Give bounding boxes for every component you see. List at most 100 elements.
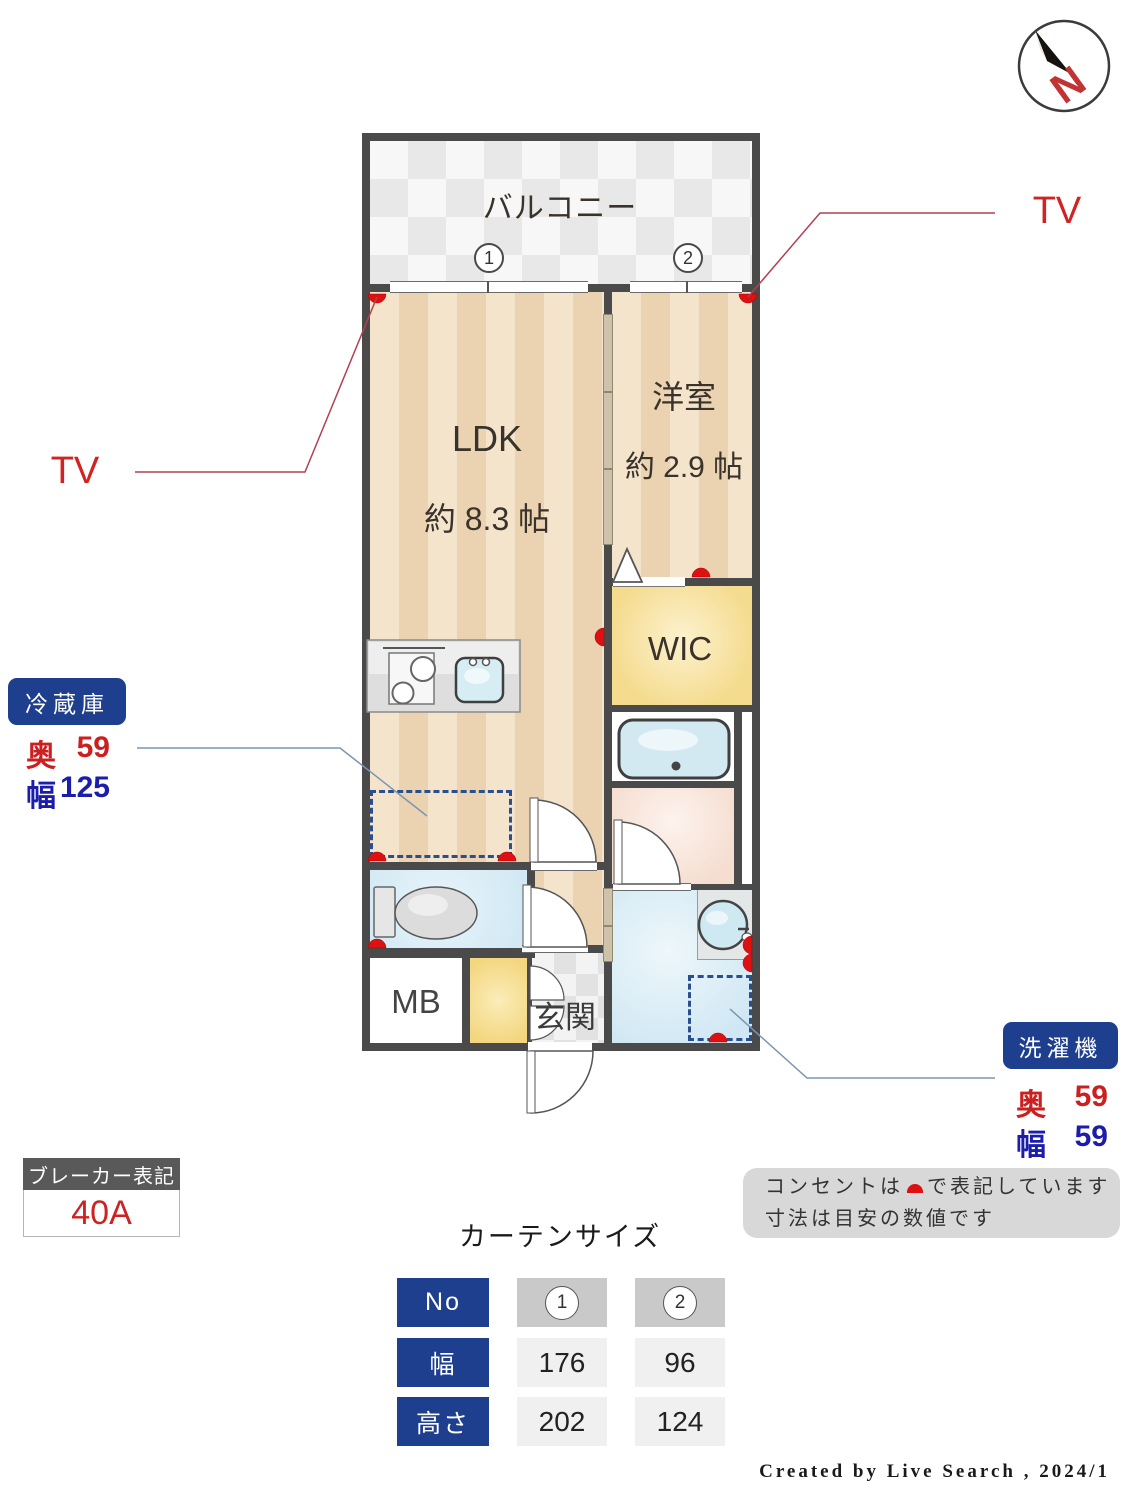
wall (362, 133, 370, 1051)
circled-1-number: 1 (556, 1291, 568, 1313)
curtain-header-1: 1 (517, 1278, 607, 1327)
ldk-label: LDK (451, 418, 523, 459)
circled-1: 1 (545, 1285, 579, 1320)
circled-2: 2 (663, 1285, 697, 1320)
wall (612, 781, 734, 788)
height-1-value: 202 (538, 1405, 586, 1437)
wall (588, 945, 612, 953)
curtain-no-label: No (425, 1288, 461, 1316)
curtain-width-1: 176 (517, 1338, 607, 1387)
compass-n-label: N (1042, 57, 1094, 113)
breaker-value: 40A (71, 1193, 132, 1232)
curtain-height-2: 124 (635, 1397, 725, 1446)
breaker-box: ブレーカー表記 40A (23, 1158, 180, 1237)
note-box: コンセントはで表記しています 寸法は目安の数値です (743, 1168, 1120, 1238)
ldk-door-threshold (531, 861, 597, 871)
tv-label-left: TV (50, 450, 100, 492)
curtain-marker-1: 1 (474, 243, 504, 273)
washer-depth-label: 奥 (1016, 1089, 1046, 1122)
washer-depth-value: 59 (1074, 1080, 1108, 1113)
bedroom-size-label: 約 2.9 帖 (624, 451, 744, 484)
wall (527, 870, 535, 950)
width-2-value: 96 (664, 1346, 696, 1378)
window-2-divider (686, 281, 688, 293)
balcony-label: バルコニー (482, 192, 638, 225)
height-2-value: 124 (656, 1405, 704, 1437)
washer-tag: 洗濯機 (1003, 1022, 1118, 1069)
wall (596, 862, 612, 870)
curtain-table-title: カーテンサイズ (458, 1222, 662, 1252)
ldk-size-label: 約 8.3 帖 (423, 501, 551, 537)
genkan-door-threshold (522, 945, 588, 953)
bedroom-floor (612, 292, 752, 578)
breaker-box-body: 40A (23, 1190, 180, 1237)
wic-bottom-wall (604, 705, 752, 712)
washing-machine-space (688, 975, 752, 1041)
washer-width-value: 59 (1074, 1120, 1108, 1153)
entry-opening (528, 1042, 592, 1052)
breaker-title: ブレーカー表記 (28, 1165, 175, 1188)
fridge-width-row: 幅 125 (26, 771, 110, 815)
fridge-tag: 冷蔵庫 (8, 678, 126, 725)
washer-leader (729, 1008, 995, 1079)
compass: N (1017, 19, 1111, 113)
width-label: 幅 (429, 1350, 457, 1379)
wall (604, 962, 612, 1043)
curtain-height-1: 202 (517, 1397, 607, 1446)
wall (362, 133, 760, 141)
sliding-door-bedroom (603, 314, 613, 545)
bathroom-floor (612, 712, 734, 781)
pipe-space (742, 712, 752, 890)
toilet-room-floor (370, 870, 527, 948)
curtain-marker-2: 2 (673, 243, 703, 273)
shower-door-threshold (613, 883, 691, 891)
note-line1: コンセントはで表記しています (765, 1171, 1120, 1203)
wall (604, 545, 612, 712)
curtain-marker-2-number: 2 (682, 247, 693, 268)
washer-width-label: 幅 (1016, 1129, 1046, 1162)
credit-text: Created by Live Search , 2024/1 (759, 1461, 1110, 1482)
washstand-counter (697, 890, 752, 960)
wall (462, 958, 470, 1043)
mb-floor (370, 958, 462, 1043)
fridge-tag-text: 冷蔵庫 (25, 690, 109, 717)
door-swing-entry (526, 1050, 594, 1114)
curtain-width-2: 96 (635, 1338, 725, 1387)
tv-leader-left (135, 296, 378, 473)
washer-width-row: 幅 59 (1016, 1120, 1108, 1164)
breaker-box-header: ブレーカー表記 (23, 1158, 180, 1190)
wall (362, 948, 535, 958)
wic-label: WIC (647, 630, 713, 667)
width-1-value: 176 (538, 1346, 586, 1378)
note-line2: 寸法は目安の数値です (765, 1208, 995, 1230)
wic-door-opening (613, 577, 685, 587)
mb-label: MB (391, 983, 441, 1020)
curtain-col-no: No (397, 1278, 489, 1327)
tv-label-right: TV (1032, 190, 1082, 232)
curtain-row-height-label: 高さ (397, 1397, 489, 1446)
wall (734, 705, 742, 890)
genkan-label: 玄関 (534, 1000, 596, 1035)
fridge-width-label: 幅 (26, 780, 56, 813)
sliding-door-washroom (603, 888, 613, 962)
tv-leader-right (747, 212, 995, 298)
curtain-row-width-label: 幅 (397, 1338, 489, 1387)
wic-floor (612, 585, 752, 705)
wall (604, 284, 612, 314)
outlet-legend-icon (907, 1184, 923, 1193)
shower-room-floor (612, 788, 734, 884)
curtain-header-2: 2 (635, 1278, 725, 1327)
wall (752, 133, 760, 1051)
height-label: 高さ (415, 1409, 470, 1438)
wall (362, 862, 534, 870)
circled-2-number: 2 (674, 1291, 686, 1313)
window-1 (390, 281, 588, 293)
curtain-marker-1-number: 1 (483, 247, 494, 268)
note-line1-pre: コンセントは (765, 1176, 903, 1198)
refrigerator-space (370, 790, 512, 858)
window-1-divider (487, 281, 489, 293)
fridge-depth-value: 59 (76, 731, 110, 764)
wall (604, 712, 612, 888)
fridge-width-value: 125 (59, 771, 110, 804)
